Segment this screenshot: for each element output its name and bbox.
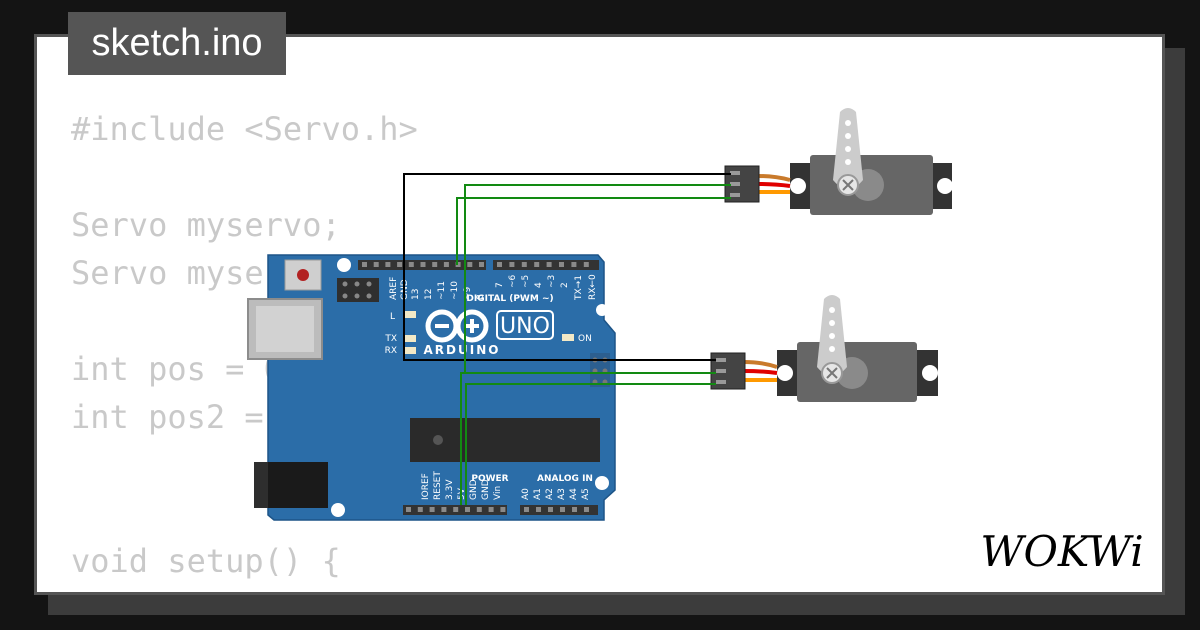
arduino-logo-icon: [425, 309, 489, 343]
pin-label-4: 4: [534, 282, 544, 288]
pin-label-a0: A0: [521, 488, 531, 500]
pin-label-3: ~3: [547, 275, 557, 288]
tx-led: [404, 335, 416, 342]
servo-bottom[interactable]: [710, 295, 938, 402]
pin-label-13: 13: [411, 289, 421, 300]
wire-signal-servo1: [456, 197, 731, 265]
pin-label-vin: Vin: [493, 486, 503, 500]
power-label: POWER: [471, 474, 508, 484]
on-led: [562, 334, 574, 341]
pin-label-3v3: 3.3V: [445, 479, 455, 500]
pin-label-6: ~6: [508, 274, 518, 288]
code-line: myservo.attach(9);: [71, 585, 457, 592]
pin-label-rx0: RX←0: [588, 274, 598, 300]
arduino-uno-board[interactable]: UNO ARDUINO DIGITAL (PWM ~) L TX RX ON P…: [247, 254, 616, 521]
wire-power: [464, 184, 731, 374]
wire-5v: [460, 372, 465, 505]
analog-label: ANALOG IN: [537, 474, 593, 484]
tx-label: TX: [384, 334, 397, 344]
pin-label-aref: AREF: [389, 277, 399, 300]
pin-label-5: ~5: [521, 275, 531, 288]
aux-header: [590, 353, 610, 387]
pin-label-reset: RESET: [433, 471, 443, 500]
digital-label: DIGITAL (PWM ~): [466, 294, 553, 304]
arduino-label: ARDUINO: [424, 343, 501, 357]
l-label: L: [390, 312, 395, 322]
pin-label-10: ~10: [450, 281, 460, 300]
pin-label-a5: A5: [581, 488, 591, 500]
pin-label-tx1: TX→1: [574, 275, 584, 301]
code-line: void setup() {: [71, 542, 341, 580]
icsp-header: [337, 278, 379, 302]
pin-label-ioref: IOREF: [421, 473, 431, 500]
on-label: ON: [578, 334, 592, 344]
pin-label-12: 12: [424, 289, 434, 300]
code-line: Servo myservo;: [71, 206, 341, 244]
pin-label-gnd1: GND: [469, 479, 479, 500]
pin-label-a4: A4: [569, 488, 579, 500]
l-led: [404, 311, 416, 318]
pin-label-11: ~11: [437, 281, 447, 300]
pin-label-a2: A2: [545, 488, 555, 500]
pin-label-7: 7: [495, 282, 505, 288]
analog-header[interactable]: [520, 505, 598, 515]
wires: [403, 173, 731, 505]
pin-label-gnd2: GND: [481, 479, 491, 500]
pin-label-a1: A1: [533, 488, 543, 500]
file-tab[interactable]: sketch.ino: [68, 12, 286, 75]
wokwi-logo: WOKWi: [980, 527, 1143, 576]
wire-signal-servo2: [465, 383, 716, 505]
svg-text:WOKWi: WOKWi: [980, 527, 1143, 576]
pin-label-2: 2: [560, 282, 570, 288]
wire-ground: [403, 173, 731, 361]
pin-label-9: ~9: [463, 286, 473, 300]
uno-label: UNO: [500, 314, 550, 339]
rx-led: [404, 347, 416, 354]
code-line: #include <Servo.h>: [71, 110, 418, 148]
rx-label: RX: [385, 346, 397, 356]
pin-label-8: 8: [476, 294, 486, 300]
servo-top[interactable]: [724, 108, 953, 215]
pin-label-a3: A3: [557, 488, 567, 500]
